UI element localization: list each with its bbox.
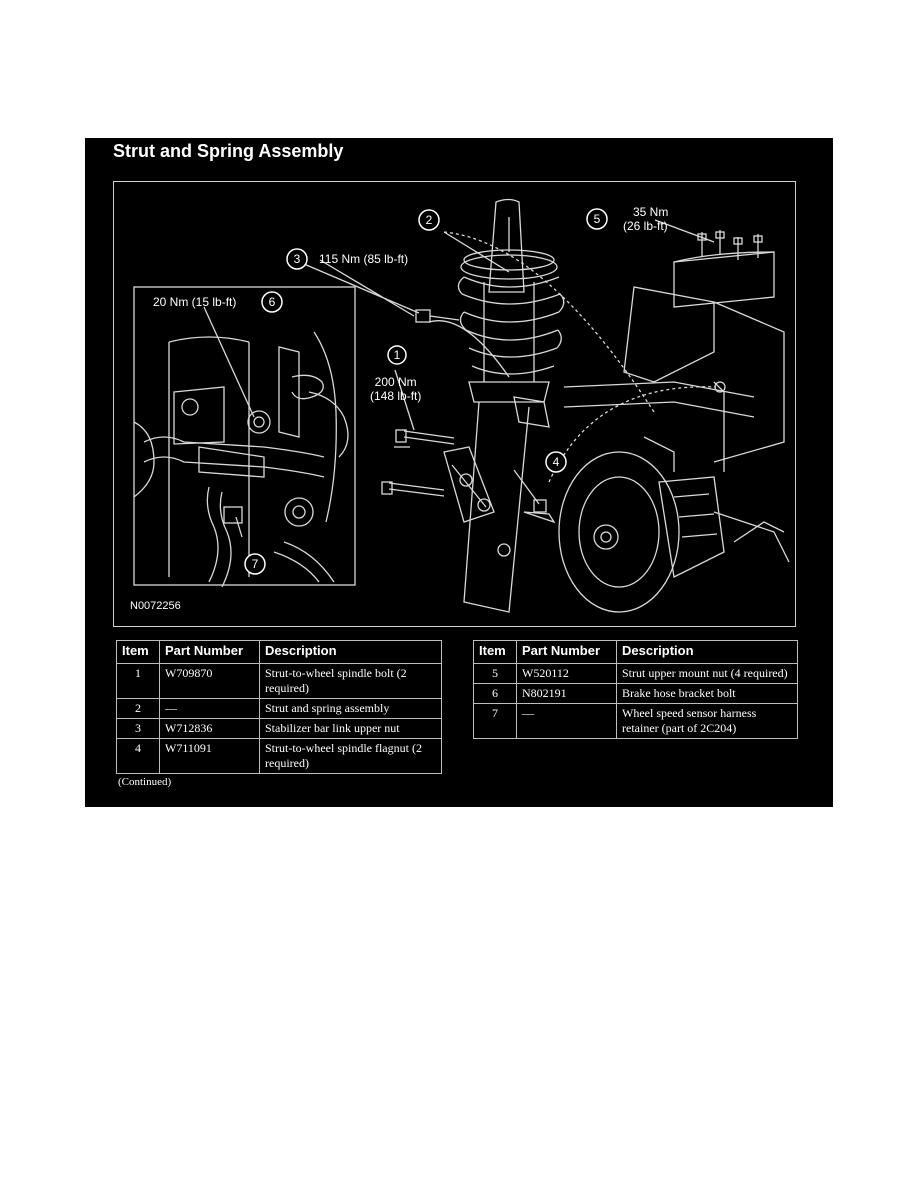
callout-6-number: 6	[269, 295, 276, 309]
page-title: Strut and Spring Assembly	[113, 141, 344, 161]
parts-table-left: Item Part Number Description 1 W709870 S…	[116, 640, 442, 774]
callout-2-circle	[418, 209, 440, 231]
cell-part-number: W520112	[516, 663, 617, 684]
inset-frame	[133, 286, 356, 586]
cell-description: Wheel speed sensor harness retainer (par…	[616, 703, 798, 739]
callout-1-torque: 200 Nm (148 lb-ft)	[370, 375, 421, 403]
table-header-row: Item Part Number Description	[473, 640, 798, 664]
callout-5-torque: 35 Nm (26 lb-ft)	[623, 205, 668, 233]
col-header-item: Item	[116, 640, 160, 664]
cell-description: Stabilizer bar link upper nut	[259, 718, 442, 739]
table-row: 7 — Wheel speed sensor harness retainer …	[473, 703, 798, 739]
cell-description: Strut-to-wheel spindle flagnut (2 requir…	[259, 738, 442, 774]
cell-item: 2	[116, 698, 160, 719]
table-row: 3 W712836 Stabilizer bar link upper nut	[116, 718, 442, 739]
callout-7-circle	[244, 553, 266, 575]
callout-6-circle	[261, 291, 283, 313]
cell-description: Strut upper mount nut (4 required)	[616, 663, 798, 684]
callout-5-circle	[586, 208, 608, 230]
figure-id: N0072256	[130, 600, 181, 612]
cell-item: 1	[116, 663, 160, 699]
callout-1-torque-lbft: (148 lb-ft)	[370, 389, 422, 403]
exploded-view-illustration: 1 2 3 4 5 6 7 200 Nm (148 lb-ft) 115 Nm …	[113, 181, 796, 627]
col-header-description: Description	[259, 640, 442, 664]
callout-3-torque: 115 Nm (85 lb-ft)	[319, 252, 409, 266]
cell-item: 7	[473, 703, 517, 739]
cell-part-number: W709870	[159, 663, 260, 699]
table-header-row: Item Part Number Description	[116, 640, 442, 664]
cell-part-number: —	[159, 698, 260, 719]
callout-5-torque-nm: 35 Nm	[633, 205, 669, 219]
table-row: 4 W711091 Strut-to-wheel spindle flagnut…	[116, 738, 442, 774]
callout-1-circle	[387, 345, 407, 365]
cell-description: Strut-to-wheel spindle bolt (2 required)	[259, 663, 442, 699]
col-header-part-number: Part Number	[516, 640, 617, 664]
callout-1-number: 1	[394, 348, 401, 362]
table-row: 2 — Strut and spring assembly	[116, 698, 442, 719]
callout-5-number: 5	[594, 212, 601, 226]
callout-3-number: 3	[294, 252, 301, 266]
col-header-description: Description	[616, 640, 798, 664]
cell-item: 4	[116, 738, 160, 774]
col-header-item: Item	[473, 640, 517, 664]
table-row: 5 W520112 Strut upper mount nut (4 requi…	[473, 663, 798, 684]
cell-part-number: N802191	[516, 683, 617, 704]
cell-item: 5	[473, 663, 517, 684]
callout-4-number: 4	[553, 455, 560, 469]
callout-1-torque-nm: 200 Nm	[374, 375, 417, 389]
callout-3-circle	[286, 248, 308, 270]
cell-item: 3	[116, 718, 160, 739]
cell-part-number: W711091	[159, 738, 260, 774]
line-art: 1 2 3 4 5 6 7	[133, 198, 790, 613]
callout-5-torque-lbft: (26 lb-ft)	[623, 219, 668, 233]
callout-6-torque: 20 Nm (15 lb-ft)	[153, 295, 237, 309]
table-row: 1 W709870 Strut-to-wheel spindle bolt (2…	[116, 663, 442, 699]
continued-note: (Continued)	[118, 776, 172, 788]
parts-table-right: Item Part Number Description 5 W520112 S…	[473, 640, 798, 739]
col-header-part-number: Part Number	[159, 640, 260, 664]
cell-description: Brake hose bracket bolt	[616, 683, 798, 704]
figure-panel: Strut and Spring Assembly	[85, 138, 833, 807]
cell-description: Strut and spring assembly	[259, 698, 442, 719]
cell-part-number: —	[516, 703, 617, 739]
cell-item: 6	[473, 683, 517, 704]
cell-part-number: W712836	[159, 718, 260, 739]
callout-2-number: 2	[426, 213, 433, 227]
callout-7-number: 7	[252, 557, 259, 571]
table-row: 6 N802191 Brake hose bracket bolt	[473, 683, 798, 704]
callout-4-circle	[545, 451, 567, 473]
